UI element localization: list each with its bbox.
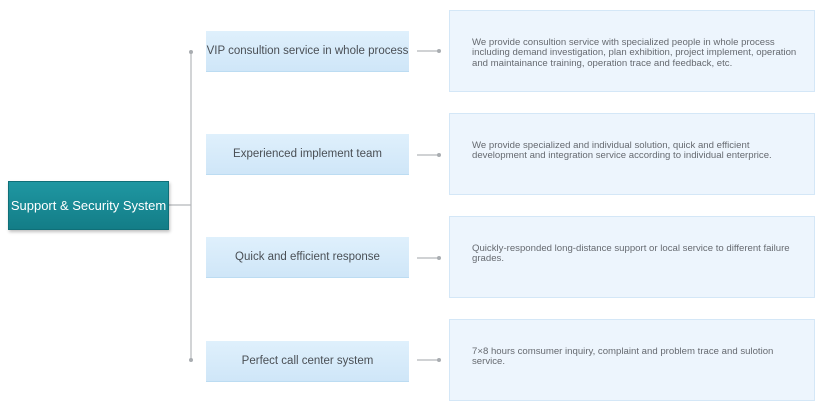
item-node-implement-team: Experienced implement team — [206, 134, 409, 175]
item-description-quick-response: Quickly-responded long-distance support … — [449, 216, 815, 298]
trunk-top-dot — [189, 50, 193, 54]
item-description-call-center: 7×8 hours comsumer inquiry, complaint an… — [449, 319, 815, 401]
item-node-quick-response: Quick and efficient response — [206, 237, 409, 278]
item-connector-3-dot — [437, 256, 441, 260]
item-description-implement-team: We provide specialized and individual so… — [449, 113, 815, 195]
item-connector-4-dot — [437, 358, 441, 362]
item-connector-2-dot — [437, 153, 441, 157]
description-text: 7×8 hours comsumer inquiry, complaint an… — [472, 346, 774, 368]
description-text: Quickly-responded long-distance support … — [472, 243, 790, 265]
item-label: Quick and efficient response — [235, 251, 380, 263]
item-node-call-center: Perfect call center system — [206, 341, 409, 382]
item-connector-1-dot — [437, 49, 441, 53]
trunk-bottom-dot — [189, 358, 193, 362]
item-label: Perfect call center system — [241, 355, 374, 367]
item-node-vip-consultion: VIP consultion service in whole process — [206, 31, 409, 72]
root-label: Support & Security System — [10, 198, 167, 213]
item-description-vip-consultion: We provide consultion service with speci… — [449, 10, 815, 92]
description-text: We provide specialized and individual so… — [472, 140, 772, 162]
item-label: Experienced implement team — [233, 148, 382, 160]
root-node: Support & Security System — [8, 181, 169, 230]
description-text: We provide consultion service with speci… — [472, 37, 797, 69]
item-label: VIP consultion service in whole process — [206, 45, 409, 57]
